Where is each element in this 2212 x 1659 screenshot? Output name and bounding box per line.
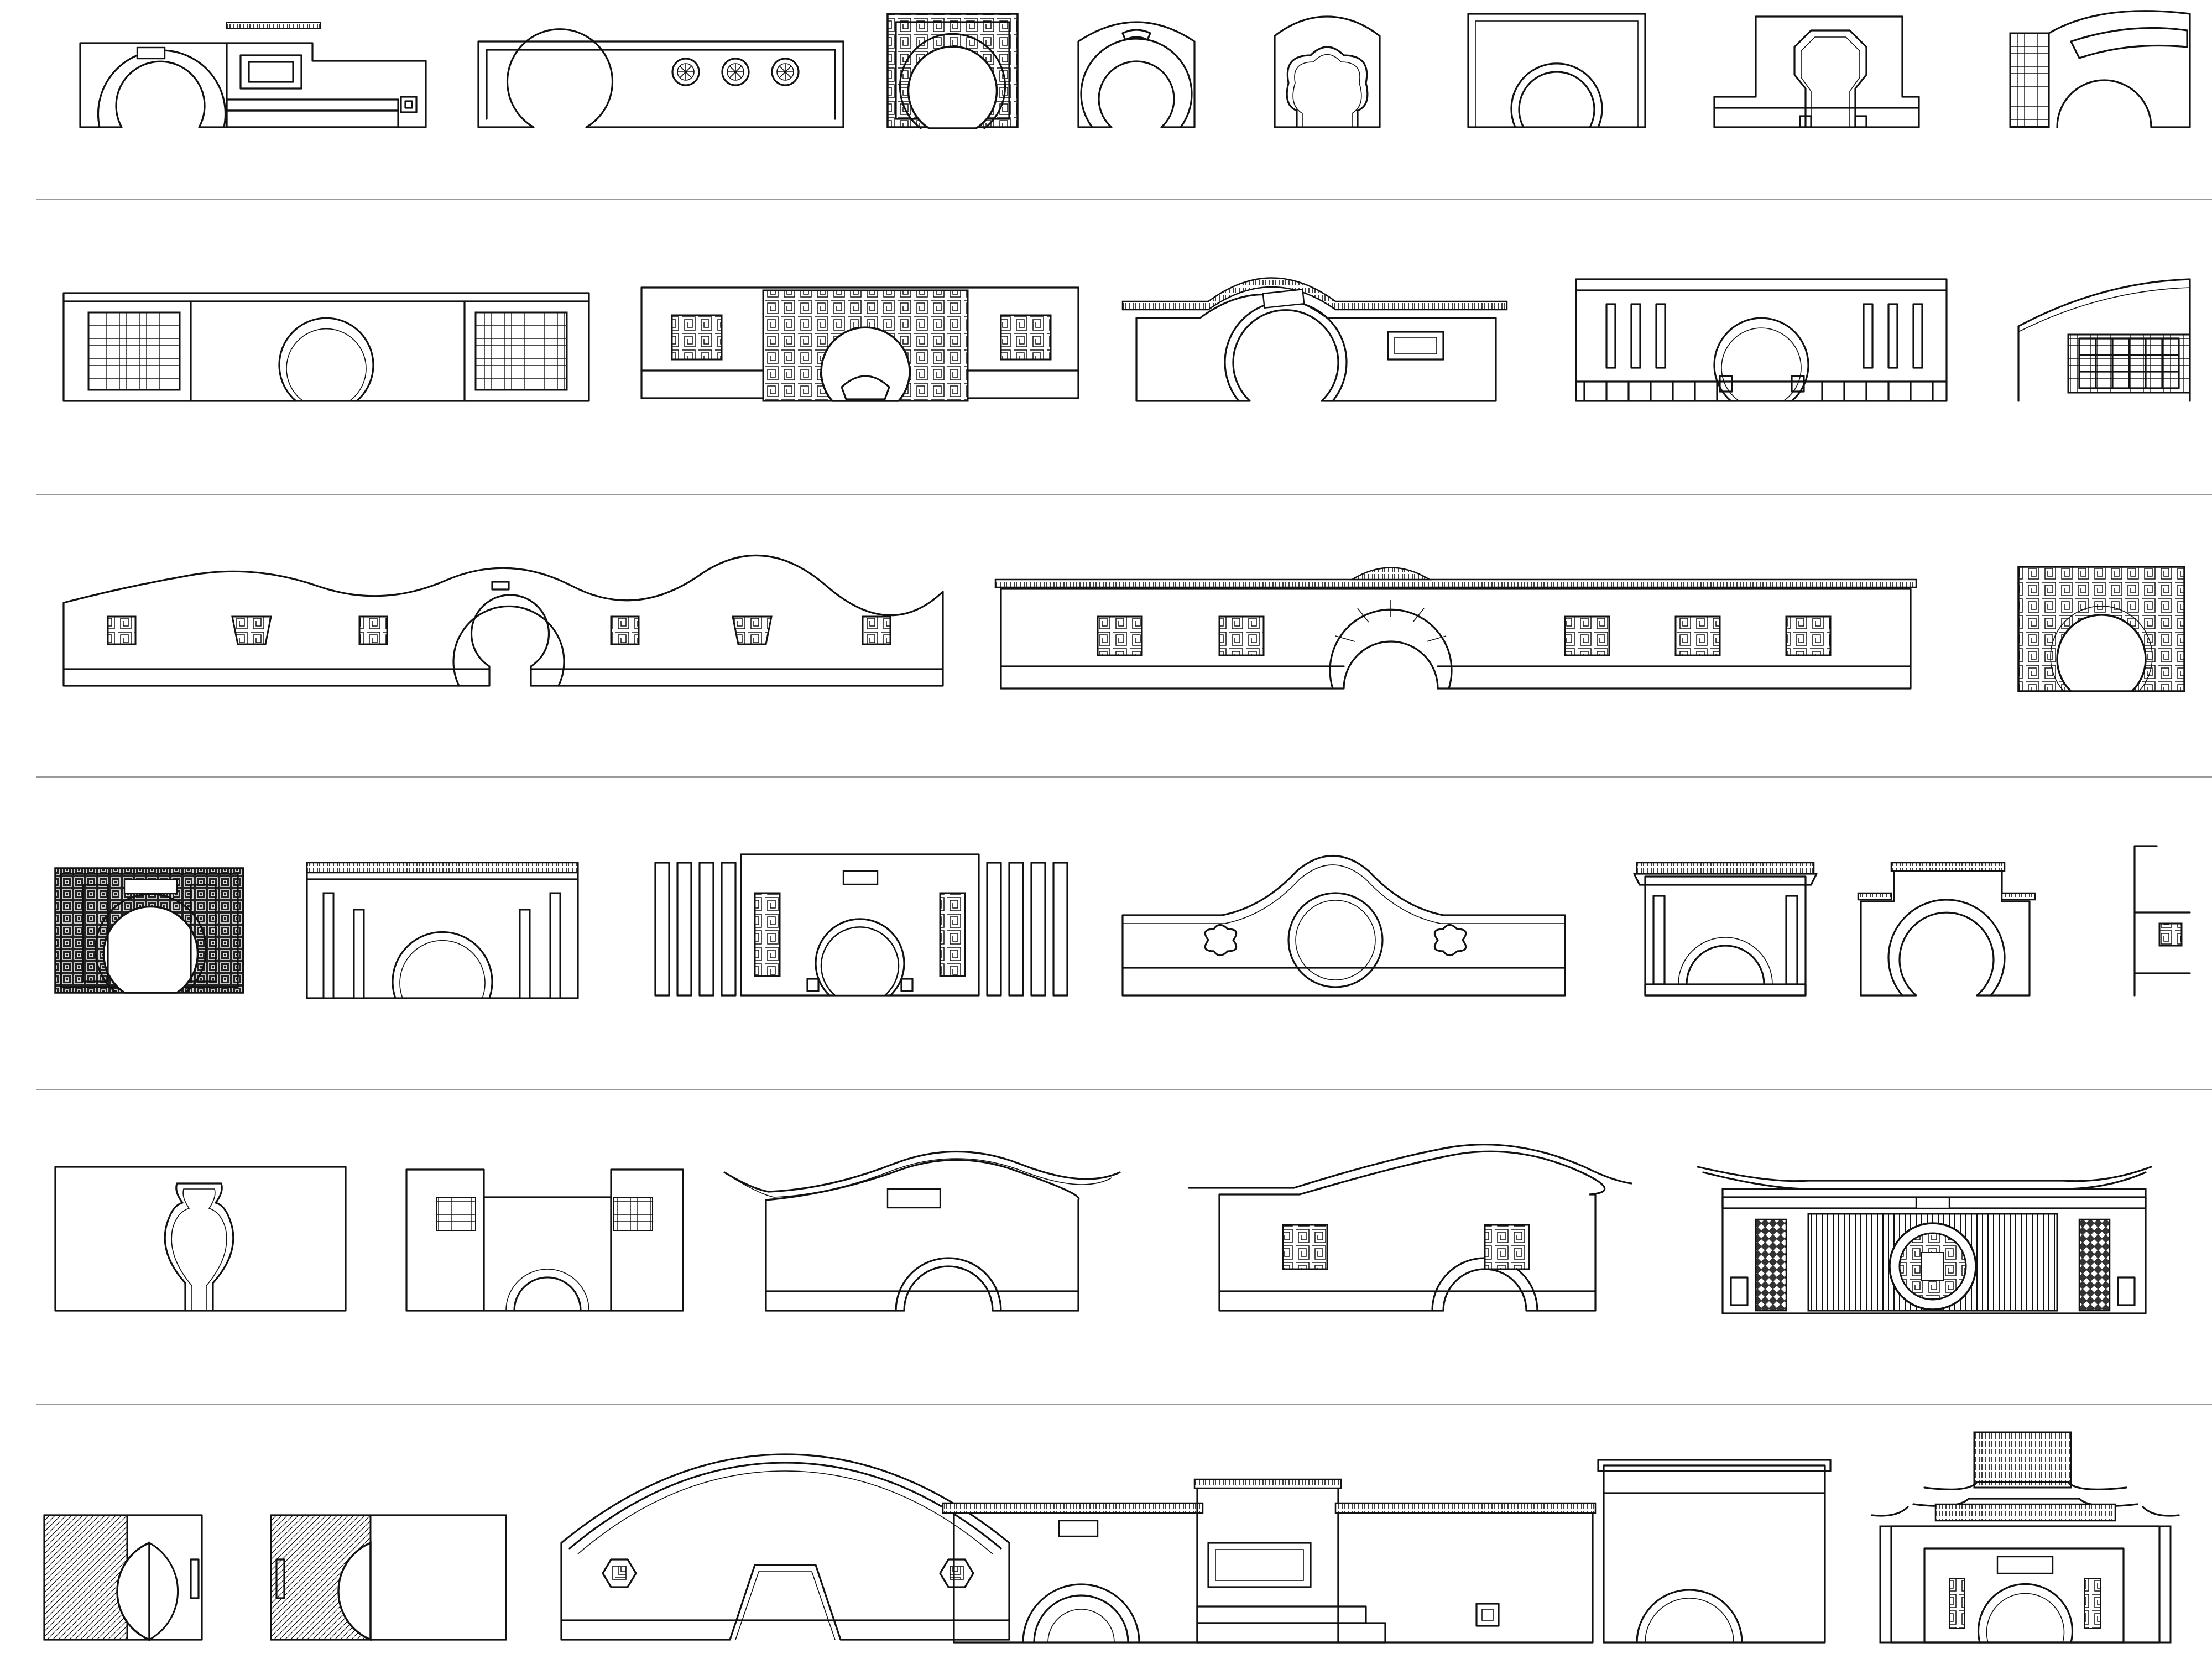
hexagon-window-icon	[602, 1558, 637, 1588]
hexagon-window-icon	[939, 1558, 974, 1588]
gate-4-1	[54, 867, 244, 994]
roof-tiles	[1121, 277, 1508, 311]
gate-4-4	[1121, 855, 1566, 997]
gate-3-2	[994, 567, 1917, 690]
gate-6-4	[942, 1478, 1597, 1644]
roof-tiles	[226, 22, 321, 29]
gate-1-4	[1077, 21, 1196, 128]
gate-4-3	[654, 853, 1068, 997]
gate-1-8	[2009, 10, 2191, 128]
round-window-icon	[671, 58, 700, 86]
gate-5-1	[54, 1166, 347, 1312]
gate-4-5	[1633, 862, 1818, 997]
gate-1-6	[1467, 13, 1646, 128]
gate-1-2	[477, 28, 844, 128]
gate-6-6	[1871, 1431, 2180, 1644]
gate-1-5	[1274, 15, 1381, 128]
gate-6-3	[560, 1453, 1010, 1641]
gate-2-2	[640, 286, 1079, 402]
gate-2-4	[1575, 278, 1948, 402]
gate-1-3	[886, 13, 1019, 129]
gate-6-1	[43, 1514, 203, 1641]
gate-2-1	[62, 292, 590, 402]
gate-3-1	[62, 554, 944, 687]
roof-tiles	[1349, 567, 1432, 581]
round-window-icon	[771, 58, 800, 86]
gate-3-3	[2017, 566, 2185, 692]
gate-1-1	[79, 22, 427, 128]
gate-5-4	[1188, 1144, 1632, 1312]
gate-6-5	[1597, 1459, 1832, 1644]
gate-4-7	[2133, 845, 2191, 997]
gate-1-7	[1713, 15, 1920, 128]
gate-4-2	[306, 862, 579, 999]
round-window-icon	[721, 58, 750, 86]
gate-4-6	[1857, 862, 2036, 997]
gate-5-3	[723, 1150, 1121, 1312]
gate-6-2	[270, 1514, 507, 1641]
window-grid	[436, 1197, 653, 1231]
gate-2-5	[2017, 278, 2191, 402]
gate-5-5	[1697, 1166, 2152, 1314]
roof-tiles	[994, 578, 1917, 588]
row-separators	[36, 199, 2212, 1405]
gate-2-3	[1121, 277, 1508, 402]
gate-5-2	[405, 1168, 684, 1312]
